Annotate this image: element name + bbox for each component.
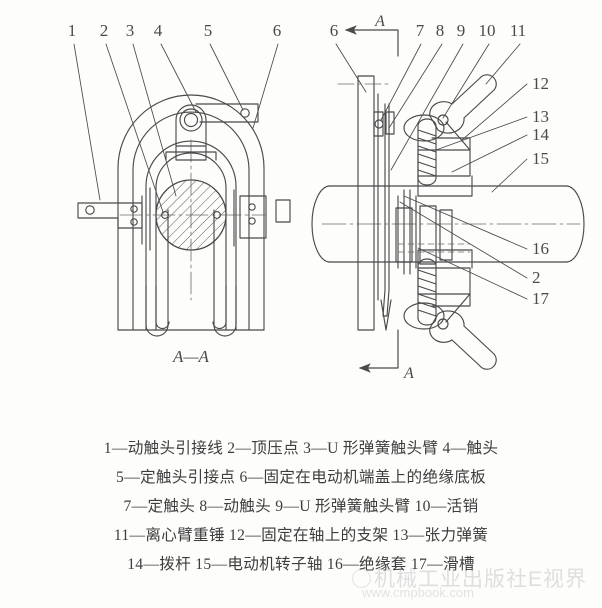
- leader-17: [417, 247, 528, 300]
- vertical-base-plate: [357, 75, 375, 331]
- dial-lever-upper: [445, 121, 471, 151]
- u-bend-right-inner: [212, 285, 227, 330]
- shaft-left-end-break: [311, 185, 331, 263]
- centrifugal-weight-arm-upper: [429, 74, 497, 134]
- moving-contact-block: [385, 111, 395, 135]
- leader-8: [388, 43, 443, 129]
- base-plate-pad: [275, 199, 291, 223]
- u-bend-left: [145, 209, 169, 337]
- left-terminal-screw-upper: [130, 205, 138, 213]
- top-terminal-hole: [240, 108, 250, 118]
- pivot-boss-neck: [175, 145, 207, 161]
- u-bend-left-inner: [155, 285, 170, 330]
- left-section-view: [73, 43, 291, 337]
- left-terminal-hole: [85, 205, 95, 215]
- leader-1: [73, 43, 101, 201]
- leader-2: [105, 43, 164, 213]
- leader-3: [132, 43, 177, 197]
- blade-v-tip: [380, 299, 392, 331]
- left-contact-point: [161, 211, 169, 219]
- right-callout-numbers: 6 7 8 9 10 11 12 13 14 15 16 2 17: [330, 21, 550, 308]
- caption-line-4: 11—离心臂重锤 12—固定在轴上的支架 13—张力弹簧: [113, 527, 489, 544]
- callout-13: 13: [532, 107, 549, 126]
- right-contact-point: [213, 211, 221, 219]
- pivot-boss: [175, 104, 207, 147]
- right-terminal-screw-upper: [248, 203, 256, 211]
- leader-4: [160, 43, 197, 113]
- insulating-sleeve-left: [395, 207, 413, 263]
- callout-r2: 2: [532, 268, 541, 287]
- leader-9: [390, 43, 464, 171]
- u-spring-contact-blade: [382, 103, 390, 317]
- right-terminal-screw-lower: [248, 217, 256, 225]
- arm-shoulder-plate: [165, 151, 217, 161]
- caption-line-1: 1—动触头引接线 2—顶压点 3—U 形弹簧触头臂 4—触头: [103, 440, 499, 457]
- bracket-lower-bottom: [431, 293, 471, 307]
- left-terminal-screw-lower: [130, 218, 138, 226]
- lever-pad-lower: [403, 302, 445, 330]
- tension-spring-lower: [417, 258, 437, 326]
- leader-16: [403, 195, 528, 250]
- centrifugal-weight-arm-lower: [429, 310, 497, 370]
- section-arrow-top: [344, 25, 399, 57]
- callout-12: 12: [532, 74, 549, 93]
- callout-3: 3: [126, 21, 135, 40]
- callout-14: 14: [532, 125, 550, 144]
- bracket-lower-skirt: [417, 249, 473, 269]
- top-terminal-strap: [195, 103, 259, 123]
- tension-spring-upper: [417, 118, 437, 186]
- bracket-upper-skirt: [417, 175, 473, 197]
- insulating-sleeve-collar: [439, 209, 453, 261]
- callout-9: 9: [457, 21, 466, 40]
- callout-16: 16: [532, 239, 549, 258]
- lever-pad-upper: [403, 114, 445, 142]
- u-bend-right: [213, 209, 237, 337]
- base-plate-inner-arch: [132, 111, 250, 331]
- callout-7: 7: [416, 21, 425, 40]
- section-letter-top: A: [374, 13, 385, 30]
- leader-5: [209, 43, 244, 111]
- callout-17: 17: [532, 289, 550, 308]
- callout-4: 4: [154, 21, 163, 40]
- callout-10: 10: [479, 21, 496, 40]
- caption-line-3: 7—定触头 8—动触头 9—U 形弹簧触头臂 10—活销: [123, 498, 479, 515]
- pivot-boss-outer-circle: [179, 108, 203, 132]
- insulating-base-plate-outline: [117, 94, 265, 331]
- dial-lever-lower: [445, 293, 471, 323]
- leader-6: [252, 43, 279, 129]
- callout-5: 5: [204, 21, 213, 40]
- left-callout-numbers: 1 2 3 4 5 6: [68, 21, 282, 40]
- callout-8: 8: [436, 21, 445, 40]
- fixed-contact-block: [373, 111, 384, 137]
- leader-13: [435, 116, 528, 151]
- callout-11: 11: [510, 21, 526, 40]
- section-letter-bottom: A: [403, 365, 414, 382]
- right-elevation-view: [311, 25, 585, 373]
- leader-15: [491, 158, 528, 193]
- callout-r6: 6: [330, 21, 339, 40]
- leader-10: [442, 43, 490, 119]
- leader-r6: [335, 43, 367, 93]
- fixed-contact-face: [374, 119, 384, 129]
- shaft-right-end-cap: [565, 185, 585, 263]
- pivot-boss-inner-circle: [183, 112, 199, 128]
- caption-line-2: 5—定触头引接点 6—固定在电动机端盖上的绝缘底板: [115, 469, 487, 486]
- leader-12: [461, 83, 528, 141]
- callout-15: 15: [532, 149, 549, 168]
- caption-line-5: 14—拨杆 15—电动机转子轴 16—绝缘套 17—滑槽: [127, 556, 475, 573]
- leader-11: [485, 43, 521, 85]
- callout-2: 2: [100, 21, 109, 40]
- callout-6: 6: [273, 21, 282, 40]
- leader-7: [380, 43, 422, 121]
- section-arrow-bottom: [358, 329, 399, 373]
- callout-1: 1: [68, 21, 77, 40]
- leader-r2: [399, 201, 528, 279]
- leader-14: [451, 134, 528, 173]
- right-terminal-block: [239, 195, 267, 239]
- section-view-label: A—A: [172, 347, 210, 366]
- figure-caption: 1—动触头引接线 2—顶压点 3—U 形弹簧触头臂 4—触头 5—定触头引接点 …: [0, 434, 602, 579]
